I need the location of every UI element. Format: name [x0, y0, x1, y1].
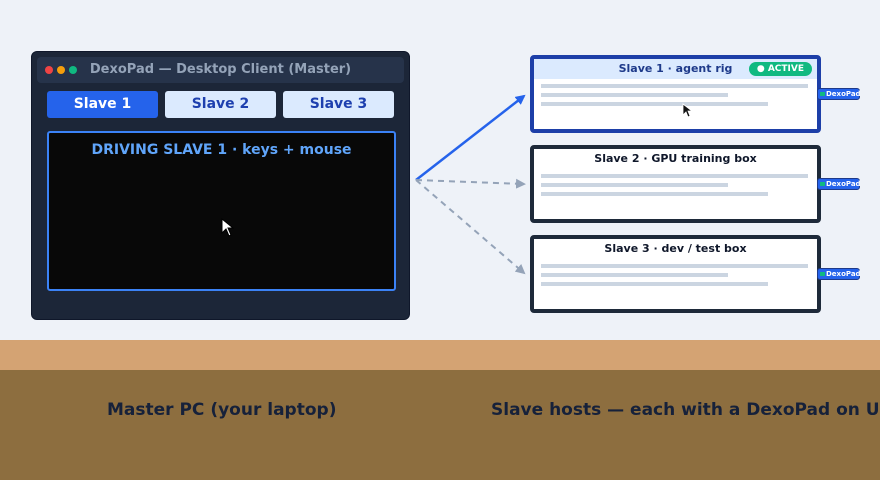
- slave-2-window: Slave 2 · GPU training box: [530, 145, 821, 223]
- master-caption: Master PC (your laptop): [107, 400, 337, 420]
- slave-2-title: Slave 2 · GPU training box: [594, 152, 757, 165]
- slave-3-window: Slave 3 · dev / test box: [530, 235, 821, 313]
- content-line: [541, 282, 768, 286]
- active-badge: ● ACTIVE: [748, 62, 812, 76]
- dexopad-usb-label: DexoPad: [826, 90, 861, 98]
- master-window: DexoPad — Desktop Client (Master) Slave …: [31, 51, 410, 320]
- remote-screen[interactable]: DRIVING SLAVE 1 · keys + mouse: [47, 131, 396, 291]
- arrow-to-slave-1: [415, 94, 526, 181]
- tab-slave-1[interactable]: Slave 1: [47, 91, 158, 118]
- desk-surface: [0, 340, 880, 370]
- maximize-dot-icon[interactable]: [69, 66, 77, 74]
- slave-1-header: Slave 1 · agent rig ● ACTIVE: [534, 59, 817, 79]
- content-line: [541, 84, 808, 88]
- mouse-cursor-icon: [682, 103, 694, 118]
- content-line: [541, 192, 768, 196]
- content-line: [541, 273, 728, 277]
- window-title: DexoPad — Desktop Client (Master): [89, 62, 352, 77]
- slave-2-header: Slave 2 · GPU training box: [534, 149, 817, 169]
- slave-3-header: Slave 3 · dev / test box: [534, 239, 817, 259]
- arrow-to-slave-2: [415, 178, 526, 189]
- slaves-caption: Slave hosts — each with a DexoPad on USB: [491, 400, 880, 420]
- arrow-to-slave-3: [415, 179, 526, 275]
- slave-3-title: Slave 3 · dev / test box: [604, 242, 747, 255]
- tab-slave-3[interactable]: Slave 3: [283, 91, 394, 118]
- slave-1-window: Slave 1 · agent rig ● ACTIVE: [530, 55, 821, 133]
- usb-status-led: [820, 92, 825, 96]
- dexopad-usb-label: DexoPad: [826, 270, 861, 278]
- content-line: [541, 264, 808, 268]
- content-line: [541, 93, 728, 97]
- dexopad-usb-3: DexoPad: [817, 268, 861, 280]
- tab-slave-2[interactable]: Slave 2: [165, 91, 276, 118]
- dexopad-usb-1: DexoPad: [817, 88, 861, 100]
- content-line: [541, 102, 768, 106]
- usb-status-led: [820, 182, 825, 186]
- desk-front: [0, 370, 880, 480]
- slave-1-title: Slave 1 · agent rig: [618, 62, 733, 75]
- close-dot-icon[interactable]: [45, 66, 53, 74]
- minimize-dot-icon[interactable]: [57, 66, 65, 74]
- content-line: [541, 174, 808, 178]
- content-line: [541, 183, 728, 187]
- mouse-cursor-icon: [221, 218, 235, 237]
- dexopad-usb-2: DexoPad: [817, 178, 861, 190]
- driving-status: DRIVING SLAVE 1 · keys + mouse: [91, 142, 352, 158]
- usb-status-led: [820, 272, 825, 276]
- dexopad-usb-label: DexoPad: [826, 180, 861, 188]
- window-titlebar: DexoPad — Desktop Client (Master): [37, 57, 404, 83]
